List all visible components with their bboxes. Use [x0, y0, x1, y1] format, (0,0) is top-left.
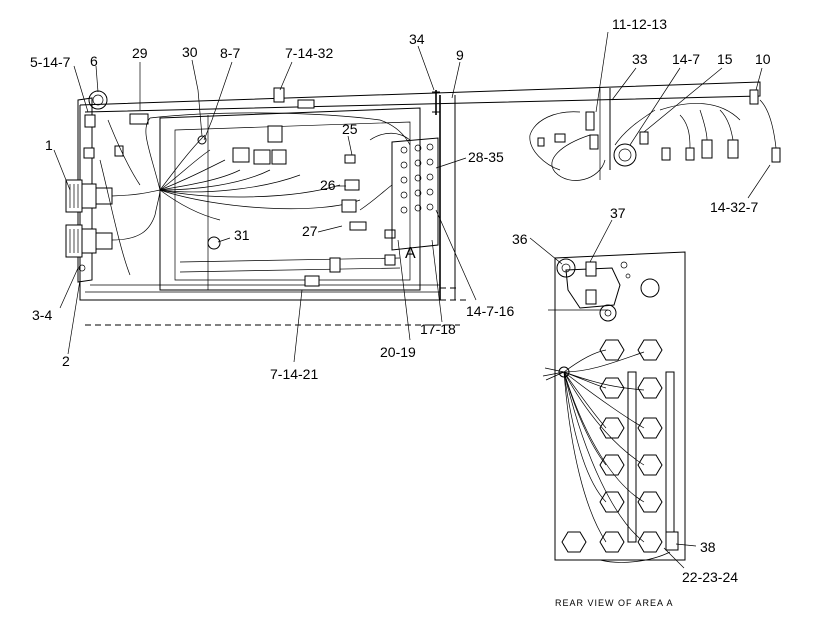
- label-36: 36: [512, 231, 528, 247]
- label-37: 37: [610, 205, 626, 221]
- label-33: 33: [632, 51, 648, 67]
- label-17-18: 17-18: [420, 321, 456, 337]
- terminal-block-area-a: [391, 137, 439, 251]
- label-10: 10: [755, 51, 771, 67]
- terminal-hex-array: [561, 339, 663, 553]
- label-11-12-13: 11-12-13: [612, 16, 667, 32]
- label-34: 34: [409, 31, 425, 47]
- label-22-23-24: 22-23-24: [682, 569, 738, 585]
- label-2: 2: [62, 353, 70, 369]
- label-28-35: 28-35: [468, 149, 504, 165]
- callout-labels: 5-14-7 6 29 30 8-7 7-14-32 34 9 11-12-13…: [30, 16, 771, 608]
- wire-bundle: [99, 112, 411, 276]
- label-20-19: 20-19: [380, 344, 416, 360]
- label-6: 6: [90, 53, 98, 69]
- main-panel-assembly: [65, 81, 761, 326]
- label-26: 26: [320, 177, 336, 193]
- label-14-7: 14-7: [672, 51, 700, 67]
- label-9: 9: [456, 47, 464, 63]
- label-5-14-7: 5-14-7: [30, 54, 71, 70]
- label-14-32-7: 14-32-7: [710, 199, 758, 215]
- label-30: 30: [182, 44, 198, 60]
- leader-lines: [53, 31, 771, 569]
- connector-upper: [65, 179, 113, 213]
- relay-cluster: [197, 87, 396, 287]
- connector-lower: [65, 224, 113, 258]
- label-31: 31: [234, 227, 250, 243]
- label-7-14-21: 7-14-21: [270, 366, 318, 382]
- label-29: 29: [132, 45, 148, 61]
- label-1: 1: [45, 137, 53, 153]
- label-15: 15: [717, 51, 733, 67]
- caption-rear-view: REAR VIEW OF AREA A: [555, 598, 674, 608]
- label-14-7-16: 14-7-16: [466, 303, 514, 319]
- label-7-14-32: 7-14-32: [285, 45, 333, 61]
- label-area-a: A: [405, 245, 416, 262]
- label-25: 25: [342, 121, 358, 137]
- upper-right-tube-assembly: [432, 88, 781, 181]
- rear-view-panel: [542, 251, 686, 563]
- label-8-7: 8-7: [220, 45, 240, 61]
- label-27: 27: [302, 223, 318, 239]
- label-38: 38: [700, 539, 716, 555]
- label-3-4: 3-4: [32, 307, 52, 323]
